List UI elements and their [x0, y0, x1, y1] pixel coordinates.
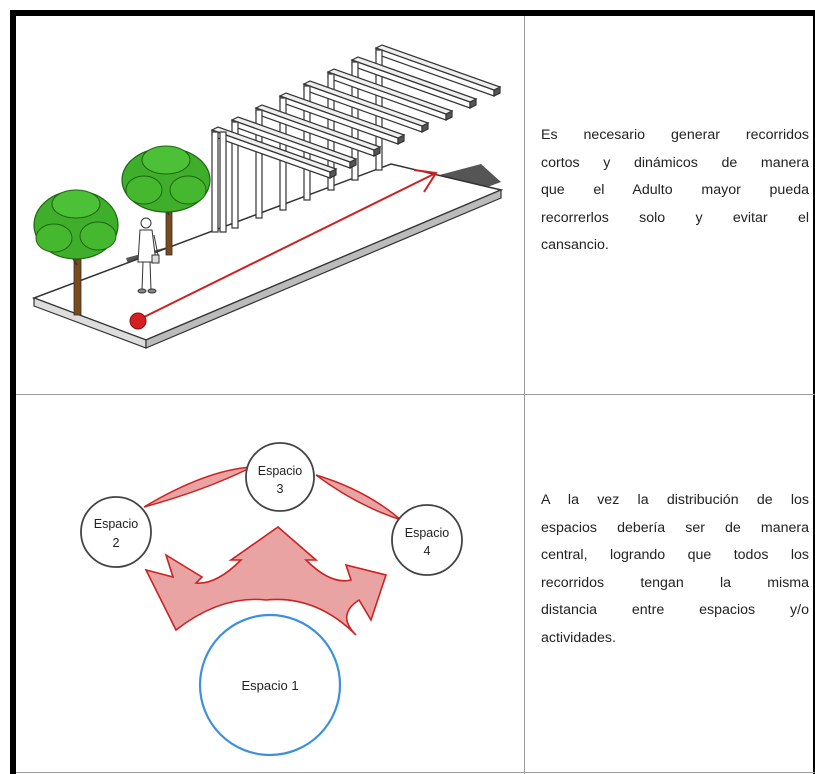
pergola-structure	[210, 44, 502, 233]
connector-2-3	[143, 466, 253, 508]
column-divider	[524, 16, 525, 774]
row2-line: recorridos tengan la misma	[541, 574, 809, 591]
espacio-3-number: 3	[277, 482, 284, 496]
espacio-2-node: Espacio 2	[80, 496, 152, 568]
row1-line: cortos y dinámicos de manera	[541, 154, 809, 171]
row1-line: que el Adulto mayor pueda	[541, 182, 809, 198]
row2-description: A la vez la distribución de los espacios…	[541, 487, 809, 652]
row2-line: actividades.	[541, 629, 616, 646]
row1-description: Es necesario generar recorridos cortos y…	[541, 122, 809, 260]
espacio-3-node: Espacio 3	[245, 442, 315, 512]
walkway-illustration	[31, 44, 504, 349]
espacio-3-label: Espacio	[258, 464, 303, 478]
espacio-4-label: Espacio	[405, 526, 450, 540]
row2-line: distancia entre espacios y/o	[541, 602, 809, 618]
tree-back	[121, 145, 211, 256]
table-frame	[10, 10, 815, 774]
row1-line: recorrerlos solo y evitar el	[541, 209, 809, 226]
path-arrow	[129, 169, 438, 330]
bottom-border	[16, 772, 815, 773]
spaces-diagram: Espacio 3 Espacio 2 Espacio 4 Espacio 1	[80, 442, 463, 757]
espacio-2-number: 2	[113, 536, 120, 550]
row-divider	[16, 394, 815, 395]
row1-line: Es necesario generar recorridos	[541, 127, 809, 143]
walkway-platform	[31, 163, 504, 349]
tree-front	[33, 189, 119, 316]
espacio-1-node: Espacio 1	[198, 613, 342, 757]
row2-line: espacios debería ser de manera	[541, 519, 809, 536]
row2-line: central, logrando que todos los	[541, 547, 809, 563]
connector-3-4	[315, 474, 402, 521]
elderly-person-figure	[137, 217, 160, 294]
espacio-1-label: Espacio 1	[241, 678, 298, 693]
espacio-4-number: 4	[424, 544, 431, 558]
row2-line: A la vez la distribución de los	[541, 492, 809, 508]
row1-line: cansancio.	[541, 237, 609, 253]
espacio-4-node: Espacio 4	[391, 504, 463, 576]
espacio-2-label: Espacio	[94, 517, 139, 531]
central-arrows-shape	[144, 525, 388, 636]
